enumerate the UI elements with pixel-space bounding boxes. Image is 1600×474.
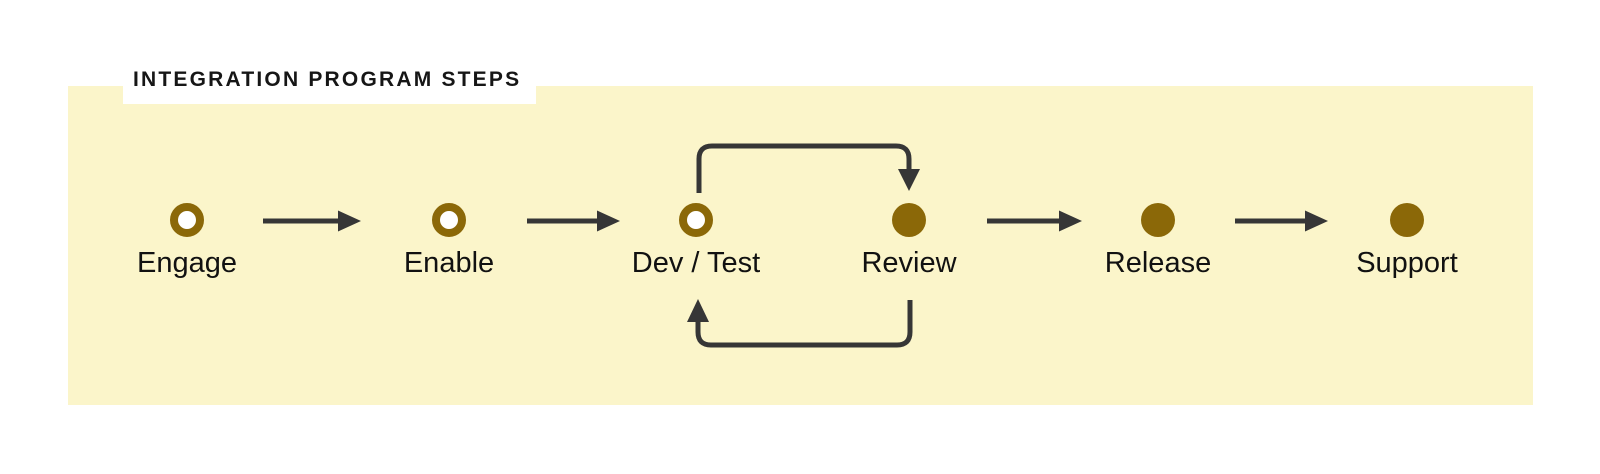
- step-marker-hollow-icon: [432, 203, 466, 237]
- step-devtest: Dev / Test: [586, 203, 806, 280]
- step-review: Review: [799, 203, 1019, 280]
- step-support: Support: [1297, 203, 1517, 280]
- step-marker-filled-icon: [1390, 203, 1424, 237]
- step-label: Support: [1356, 247, 1458, 279]
- step-marker-hollow-icon: [679, 203, 713, 237]
- step-label: Release: [1104, 247, 1212, 279]
- step-label: Dev / Test: [631, 247, 761, 279]
- steps-panel: [68, 86, 1533, 405]
- step-engage: Engage: [77, 203, 297, 280]
- title-box: INTEGRATION PROGRAM STEPS: [123, 57, 537, 104]
- step-label: Review: [861, 247, 957, 279]
- step-release: Release: [1048, 203, 1268, 280]
- step-label: Enable: [403, 247, 495, 279]
- step-enable: Enable: [339, 203, 559, 280]
- step-marker-hollow-icon: [170, 203, 204, 237]
- step-marker-filled-icon: [1141, 203, 1175, 237]
- step-label: Engage: [137, 247, 237, 279]
- step-marker-filled-icon: [892, 203, 926, 237]
- diagram-title: INTEGRATION PROGRAM STEPS: [133, 68, 522, 91]
